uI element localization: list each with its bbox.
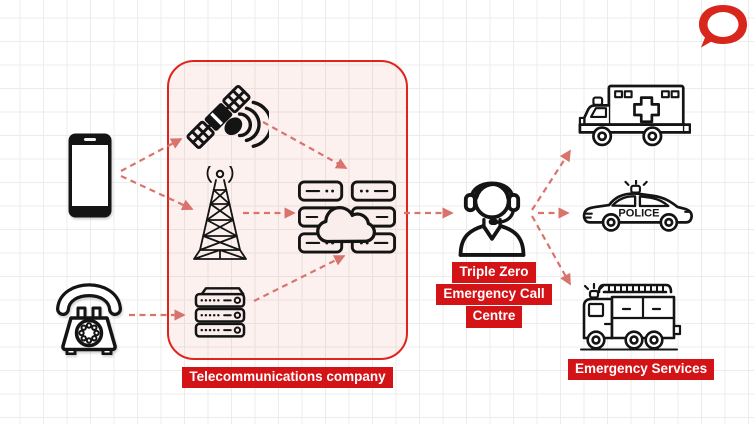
emergency-services-label: Emergency Services — [568, 359, 715, 381]
fire-truck-icon — [578, 282, 682, 352]
cell-tower-icon — [191, 166, 249, 263]
rotary-phone-icon — [51, 273, 127, 355]
mobile-phone-icon — [67, 132, 113, 219]
telco-company-label: Telecommunications company — [182, 367, 393, 389]
call-centre-label-line2: Emergency Call — [436, 284, 552, 306]
telco-label-wrap: Telecommunications company — [167, 367, 408, 389]
arrow-callcentre-to-ambulance — [531, 149, 571, 211]
police-car-text: POLICE — [618, 208, 659, 220]
server-stack-icon — [191, 285, 249, 343]
emergency-services-label-wrap: Emergency Services — [568, 359, 715, 381]
call-centre-label-line3: Centre — [465, 306, 523, 328]
cloud-servers-icon — [298, 180, 396, 254]
satellite-icon — [181, 79, 269, 157]
ambulance-icon — [577, 82, 691, 148]
call-centre-label-line1: Triple Zero — [452, 262, 536, 284]
call-centre-label-wrap: Triple Zero Emergency Call Centre — [418, 261, 570, 328]
call-operator-icon — [452, 171, 532, 257]
police-car-icon: POLICE — [580, 180, 696, 232]
conversation-logo-icon — [697, 3, 749, 51]
